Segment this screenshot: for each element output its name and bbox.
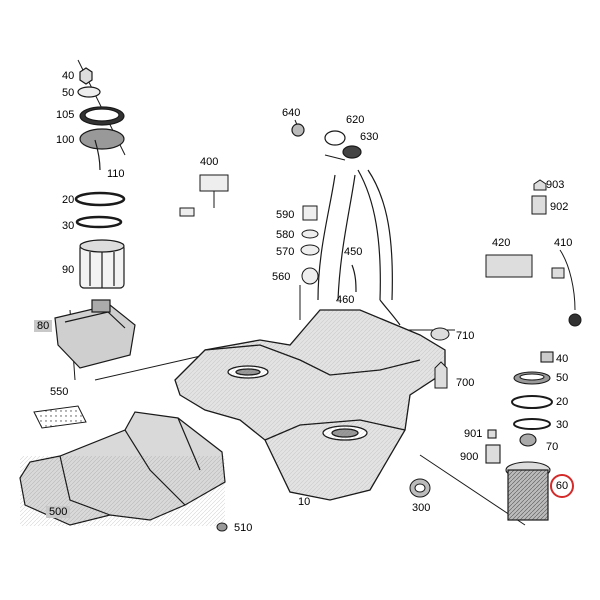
label-570: 570	[276, 246, 295, 258]
label-902: 902	[550, 201, 569, 213]
label-901: 901	[464, 428, 483, 440]
label-580: 580	[276, 229, 295, 241]
label-50-right: 50	[556, 372, 569, 384]
sensor-parts-right	[485, 179, 582, 327]
label-620: 620	[346, 114, 365, 126]
label-420: 420	[492, 237, 511, 249]
label-900: 900	[460, 451, 479, 463]
label-20-right: 20	[556, 396, 569, 408]
label-560: 560	[272, 271, 291, 283]
label-640: 640	[282, 107, 301, 119]
label-70: 70	[546, 441, 559, 453]
left-pump-assembly	[54, 67, 136, 369]
label-110: 110	[107, 168, 125, 180]
label-20-left: 20	[62, 194, 75, 206]
label-300: 300	[412, 502, 431, 514]
pad-550	[33, 405, 87, 429]
small-parts-column	[300, 205, 320, 285]
label-510: 510	[234, 522, 253, 534]
label-10: 10	[298, 496, 311, 508]
sender-400	[179, 174, 229, 217]
label-710: 710	[456, 330, 475, 342]
label-60-highlighted: 60	[550, 474, 574, 498]
label-410: 410	[554, 237, 573, 249]
filler-neck	[291, 123, 401, 326]
label-90: 90	[62, 264, 75, 276]
label-400: 400	[200, 156, 219, 168]
parts-300-510	[216, 478, 431, 532]
label-903: 903	[546, 179, 565, 191]
label-550: 550	[50, 386, 69, 398]
label-40-right: 40	[556, 353, 569, 365]
parts-700-710	[430, 327, 450, 389]
label-460: 460	[336, 294, 355, 306]
label-105: 105	[56, 109, 75, 121]
label-80: 80	[34, 320, 53, 332]
label-100: 100	[56, 134, 75, 146]
label-50-left: 50	[62, 87, 75, 99]
label-450: 450	[344, 246, 363, 258]
fuel-tank-10	[174, 309, 446, 501]
label-700: 700	[456, 377, 475, 389]
label-630: 630	[360, 131, 379, 143]
label-500: 500	[46, 506, 71, 518]
right-pump-assembly	[485, 351, 554, 521]
label-40-left: 40	[62, 70, 75, 82]
label-30-left: 30	[62, 220, 75, 232]
label-590: 590	[276, 209, 295, 221]
label-30-right: 30	[556, 419, 569, 431]
